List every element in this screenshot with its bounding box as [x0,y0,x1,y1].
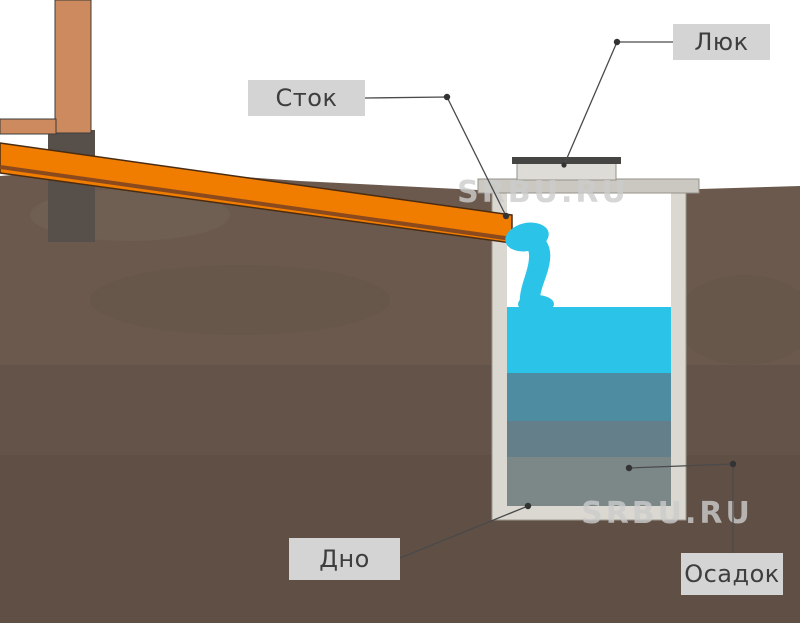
label-drain: Сток [248,80,365,116]
house-sill [0,118,57,135]
leader-dot [625,464,633,472]
water-stream [505,222,554,313]
water-top-layer [507,307,671,373]
leader-line-dno [399,505,529,559]
leader-dot [443,93,451,101]
house-wall-post [54,0,92,134]
leader-dot [561,162,567,168]
leader-dot [524,502,532,510]
water-mid-layer [507,373,671,421]
ground-blotch [90,265,390,335]
leader-dots [443,38,737,510]
leader-dot [613,38,621,46]
label-sediment: Осадок [681,553,783,595]
leader-line-lyuk [563,41,673,166]
leader-dot [729,460,737,468]
label-bottom: Дно [289,538,400,580]
watermark-text-bottom: SRBU.RU [581,496,753,531]
watermark-text-top: SRBU.RU [457,175,629,210]
water-deep-layer [507,421,671,457]
house-foundation [48,130,95,242]
leader-dot [502,212,510,220]
drain-pipe-stripe [0,165,513,241]
label-hatch: Люк [673,24,770,60]
sediment-layer [507,457,671,506]
